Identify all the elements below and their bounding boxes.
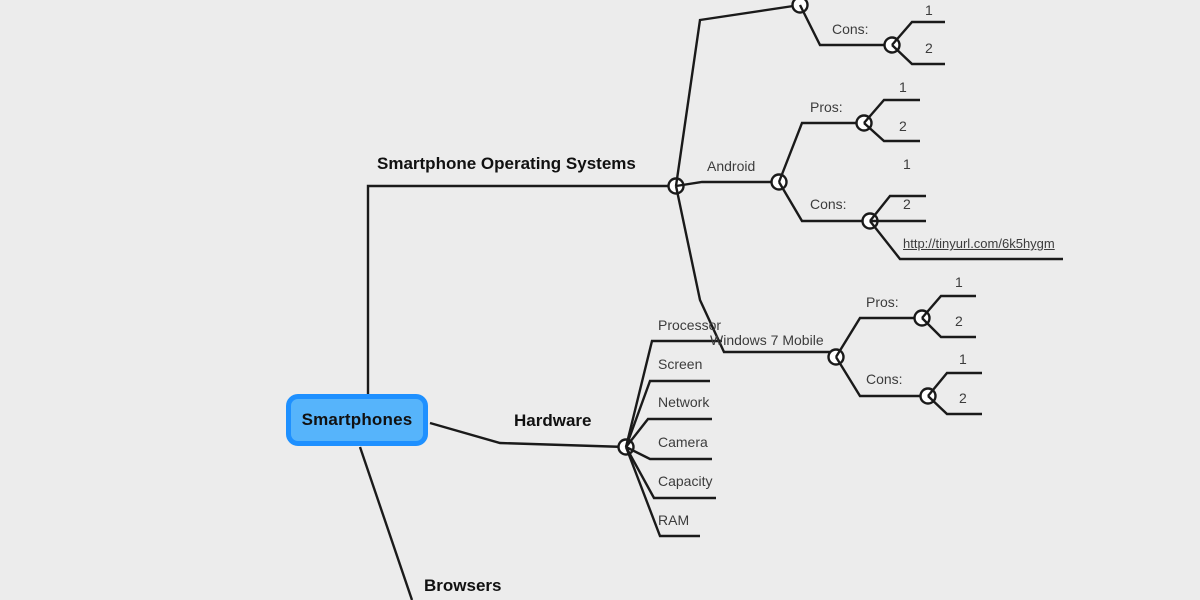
item-top-cons-2[interactable]: 2 <box>925 40 933 56</box>
item-android-cons-1[interactable]: 1 <box>903 156 911 172</box>
hardware-item-ram[interactable]: RAM <box>658 512 690 528</box>
hardware-item-processor[interactable]: Processor <box>658 317 722 333</box>
edge-top-cons-2 <box>891 44 945 66</box>
hardware-item-capacity[interactable]: Capacity <box>658 473 713 489</box>
item-windows-pros-2[interactable]: 2 <box>955 313 963 329</box>
section-label-windows-cons[interactable]: Cons: <box>866 371 903 387</box>
edge-android-to-cons <box>777 181 870 223</box>
edge-hw-ram <box>624 446 700 538</box>
section-label-android-pros[interactable]: Pros: <box>810 99 843 115</box>
edge-os-to-top <box>674 3 801 187</box>
edge-windows-cons-2 <box>927 395 982 416</box>
edge-windows-pros-1 <box>921 294 976 319</box>
edge-os-to-android <box>675 180 779 188</box>
item-android-cons-link[interactable]: http://tinyurl.com/6k5hygm <box>903 236 1055 251</box>
edge-hw-capacity <box>624 446 716 500</box>
hardware-item-screen[interactable]: Screen <box>658 356 703 372</box>
edge-windows-to-cons <box>834 356 928 398</box>
item-windows-cons-2[interactable]: 2 <box>959 390 967 406</box>
hardware-item-camera[interactable]: Camera <box>658 434 708 450</box>
edge-windows-to-pros <box>834 316 922 358</box>
os-child-label-windows[interactable]: Windows 7 Mobile <box>710 332 824 348</box>
edge-top-to-cons <box>798 4 892 47</box>
branch-label-hardware[interactable]: Hardware <box>514 411 592 430</box>
item-android-cons-2[interactable]: 2 <box>903 196 911 212</box>
edge-windows-cons-1 <box>927 371 982 397</box>
root-node-label: Smartphones <box>301 410 413 429</box>
section-label-android-cons[interactable]: Cons: <box>810 196 847 212</box>
item-windows-cons-1[interactable]: 1 <box>959 351 967 367</box>
edge-hw-network <box>625 417 712 448</box>
edge-android-to-pros <box>777 121 864 183</box>
edge-android-cons-1 <box>869 194 926 222</box>
edge-root-to-os <box>366 184 676 396</box>
edge-android-cons-link <box>869 220 1063 261</box>
edge-hw-camera <box>625 445 712 461</box>
item-android-pros-1[interactable]: 1 <box>899 79 907 95</box>
item-windows-pros-1[interactable]: 1 <box>955 274 963 290</box>
edge-hw-screen <box>624 379 710 448</box>
edge-hw-processor <box>624 339 722 448</box>
item-top-cons-1[interactable]: 1 <box>925 2 933 18</box>
edge-windows-pros-2 <box>921 317 976 339</box>
root-node-smartphones[interactable]: Smartphones <box>286 394 428 446</box>
item-android-pros-2[interactable]: 2 <box>899 118 907 134</box>
edge-root-to-hardware <box>429 421 627 449</box>
section-label-top-cons[interactable]: Cons: <box>832 21 869 37</box>
edge-root-to-browsers <box>358 446 414 600</box>
branch-label-os[interactable]: Smartphone Operating Systems <box>377 154 636 173</box>
os-child-label-android[interactable]: Android <box>707 158 756 174</box>
edge-os-to-windows <box>674 185 836 354</box>
section-label-windows-pros[interactable]: Pros: <box>866 294 899 310</box>
branch-label-browsers[interactable]: Browsers <box>424 576 502 595</box>
edge-android-pros-1 <box>863 98 920 124</box>
edge-top-cons-1 <box>891 20 945 46</box>
edge-android-pros-2 <box>863 122 920 143</box>
hardware-item-network[interactable]: Network <box>658 394 710 410</box>
